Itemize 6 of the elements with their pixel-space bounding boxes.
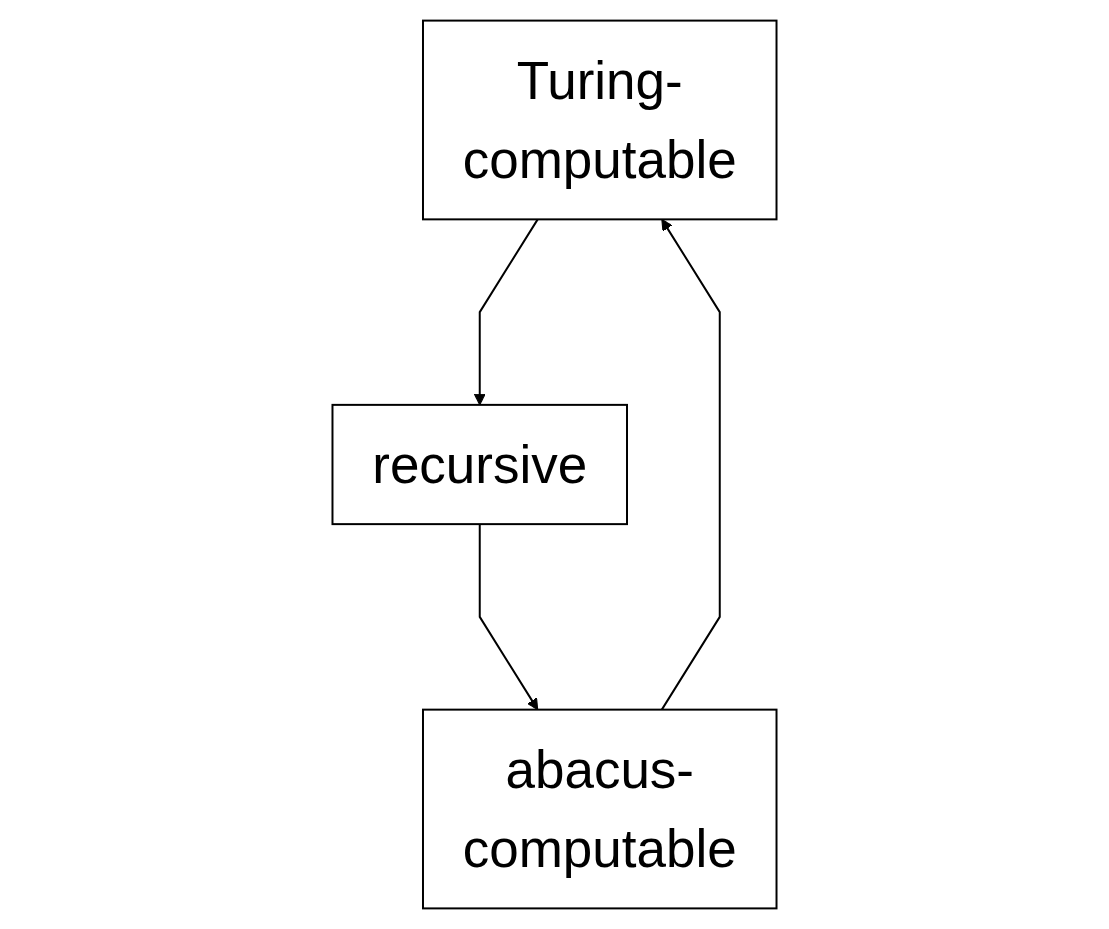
arrow [478, 523, 539, 711]
arrow [660, 218, 721, 711]
node-box: Turing-computable [422, 19, 778, 221]
node-box: abacus-computable [422, 708, 778, 910]
node-box: recursive [331, 403, 628, 526]
arrow [473, 218, 539, 406]
